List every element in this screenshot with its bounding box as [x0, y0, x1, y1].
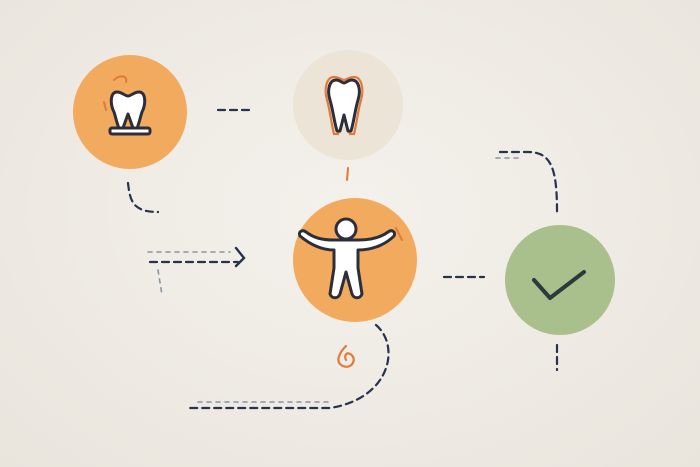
connector-tooth-down: [126, 181, 160, 214]
person-icon: [298, 217, 403, 300]
connector-top-right: [498, 150, 559, 214]
patient-step-node[interactable]: [293, 198, 417, 322]
tooth-step-node[interactable]: [73, 55, 187, 169]
done-step-node[interactable]: [505, 225, 615, 335]
tooth-with-base-icon: [103, 75, 152, 136]
clean-tooth-step-node[interactable]: [293, 50, 403, 160]
connector-bottom-curve: [188, 323, 390, 410]
checkmark-icon: [532, 270, 586, 300]
arrow-head: [234, 246, 246, 268]
connector-clean-to-patient: [346, 167, 349, 181]
curl-accent: [337, 344, 355, 368]
connector-left-stub: [157, 269, 163, 296]
tooth-icon: [324, 75, 364, 136]
